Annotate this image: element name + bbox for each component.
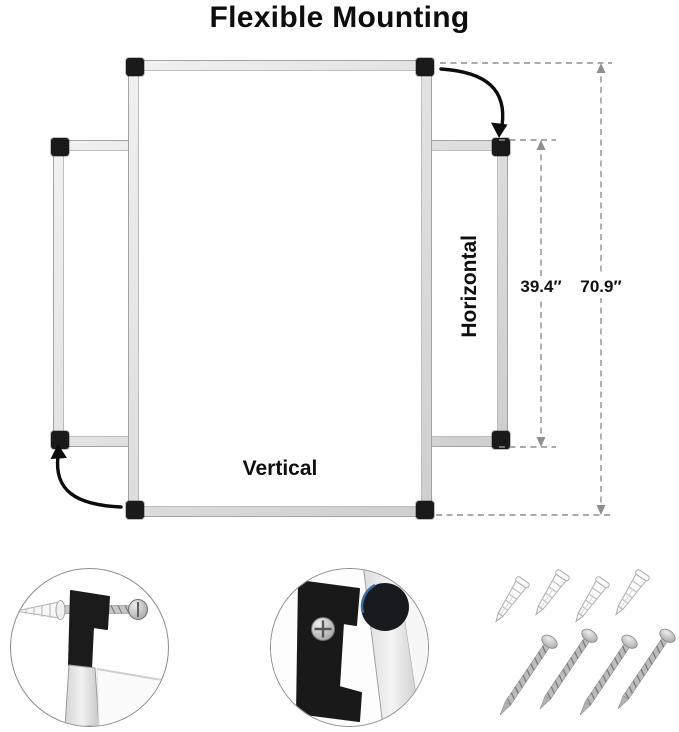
drywall-anchor-icon xyxy=(609,568,651,620)
vertical-board-surface xyxy=(138,70,422,507)
corner-mount-detail-right-svg xyxy=(271,569,428,726)
rotation-arrow-bottom-left xyxy=(55,454,123,509)
mounting-screw-icon xyxy=(494,631,561,721)
corner-cap xyxy=(126,58,144,76)
dimension-label-overall: 70.9″ xyxy=(577,276,625,298)
board-face xyxy=(96,668,168,726)
mount-bracket-icon xyxy=(68,590,110,670)
corner-cap xyxy=(51,138,69,156)
rotation-arrow-top-right xyxy=(439,67,505,128)
drywall-anchor-icon xyxy=(15,600,66,620)
corner-cap xyxy=(492,431,510,449)
dim-arrow xyxy=(596,63,606,73)
dim-arrow xyxy=(596,505,606,515)
mounting-screws xyxy=(494,625,678,721)
drywall-anchor-icon xyxy=(494,575,531,627)
corner-cap xyxy=(416,501,434,519)
arrowhead-icon xyxy=(491,122,508,138)
corner-mount-detail-left-svg xyxy=(15,590,168,726)
horizontal-orientation-label: Horizontal xyxy=(458,234,481,338)
drywall-anchor-icon xyxy=(569,575,611,627)
corner-mount-detail-left xyxy=(10,568,169,727)
grommet-highlight xyxy=(360,583,376,614)
board-frame-edge xyxy=(64,664,100,726)
dimension-label-horizontal-board: 39.4″ xyxy=(517,276,565,298)
screw-head-icon xyxy=(311,617,335,641)
dim-arrow xyxy=(536,140,546,150)
vertical-orientation-label: Vertical xyxy=(242,457,318,480)
corner-cap xyxy=(126,501,144,519)
mounting-screw-icon xyxy=(610,625,678,715)
dim-arrow xyxy=(536,437,546,447)
corner-cap xyxy=(416,58,434,76)
corner-mount-detail-right xyxy=(270,568,429,727)
drywall-anchor-icon xyxy=(529,568,571,620)
corner-cap xyxy=(492,138,510,156)
board-edge-line xyxy=(96,668,168,682)
hardware-set xyxy=(494,568,678,721)
corner-cap xyxy=(51,431,69,449)
page-title: Flexible Mounting xyxy=(209,1,470,34)
vertical-board xyxy=(126,58,434,519)
horizontal-orientation-label-wrap: Horizontal xyxy=(448,210,492,362)
wall-anchors xyxy=(494,568,651,627)
mount-bracket-icon xyxy=(296,580,362,722)
mount-grommet-icon xyxy=(361,583,409,631)
